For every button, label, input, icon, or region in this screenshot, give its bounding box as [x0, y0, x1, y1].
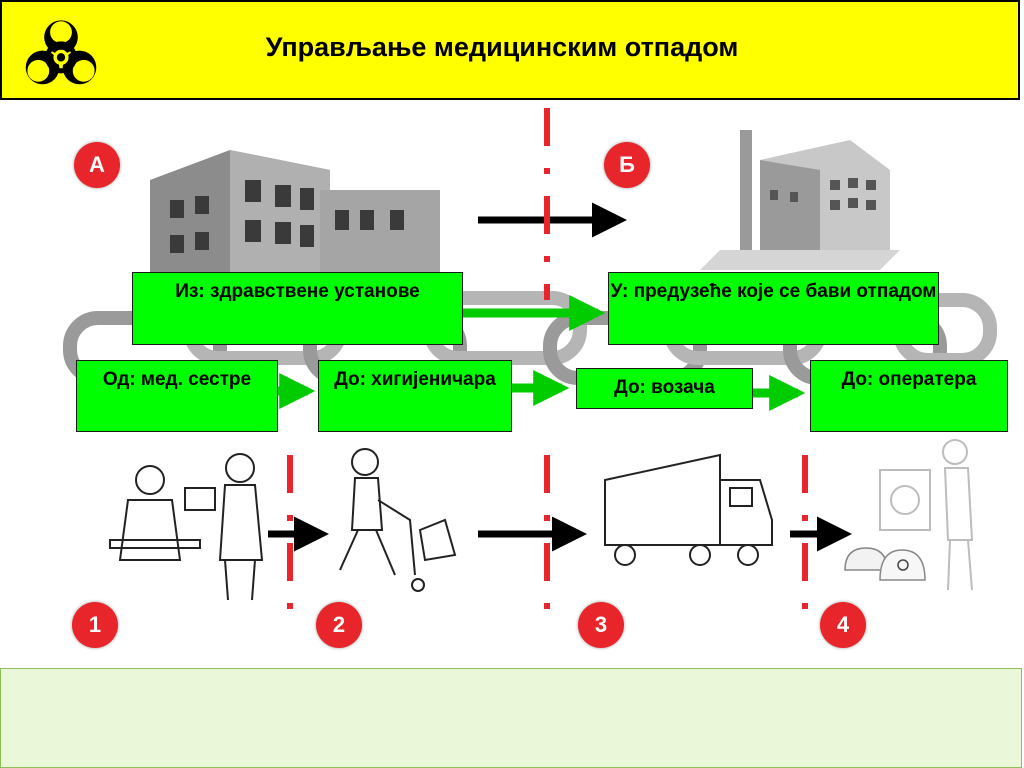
waste-bags-image — [844, 547, 926, 581]
label-to-company: У: предузеће које се бави отпадом — [608, 272, 939, 345]
hospital-building-image — [150, 150, 440, 290]
label-to-operator: До: оператера — [810, 360, 1008, 432]
hygienist-image — [339, 448, 457, 592]
label-to-driver: До: возача — [576, 368, 753, 409]
title-bar: Управљање медицинским отпадом — [0, 0, 1020, 100]
badge-3: 3 — [578, 602, 624, 648]
stage-dividers — [287, 108, 808, 612]
label-to-hygienist: До: хигијеничара — [318, 360, 512, 432]
badge-b: Б — [604, 142, 650, 188]
badge-1: 1 — [72, 602, 118, 648]
label-from-nurses: Од: мед. сестре — [76, 360, 278, 432]
nurses-image — [109, 453, 264, 601]
waste-facility-image — [700, 130, 900, 270]
footer-panel — [0, 668, 1022, 768]
truck-image — [604, 453, 773, 566]
operator-image — [879, 439, 974, 591]
page-title: Управљање медицинским отпадом — [265, 32, 739, 62]
biohazard-icon — [25, 20, 97, 85]
label-from-facilities: Из: здравствене установе — [132, 272, 463, 345]
green-connectors — [278, 295, 806, 411]
badge-2: 2 — [316, 602, 362, 648]
badge-4: 4 — [820, 602, 866, 648]
badge-a: А — [74, 142, 120, 188]
